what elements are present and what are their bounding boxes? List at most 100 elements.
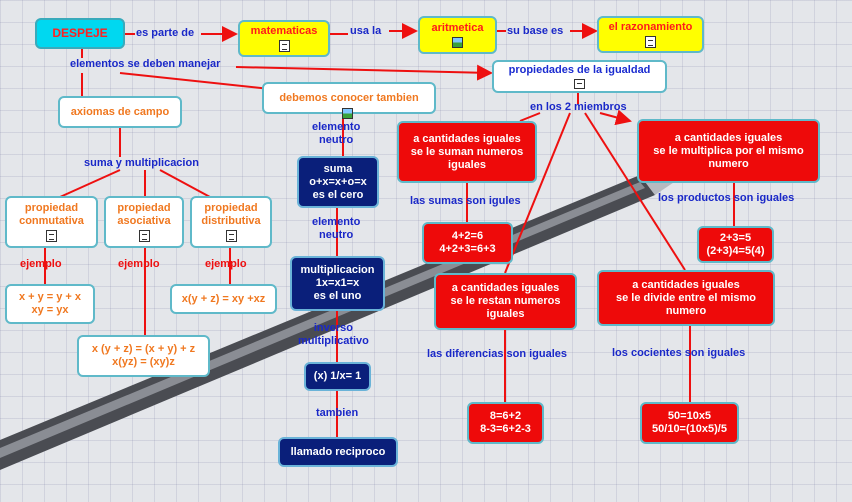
axiomas-label: axiomas de campo [71,106,169,119]
asoc-example-1: x (y + z) = (x + y) + z [92,343,195,356]
div-example-2: 50/10=(10x5)/5 [652,423,727,436]
note-icon[interactable] [139,230,150,242]
distributiva-label-1: propiedad [204,202,257,215]
multiplicacion-neutro-node[interactable]: multiplicacion 1x=x1=x es el uno [290,256,385,311]
divide-example-node[interactable]: 50=10x5 50/10=(10x5)/5 [640,402,739,444]
sum-iguales-1: a cantidades iguales [413,133,521,146]
asociativa-label-1: propiedad [117,202,170,215]
res-example-1: 8=6+2 [490,410,521,423]
div-example-1: 50=10x5 [668,410,711,423]
resta-example-node[interactable]: 8=6+2 8-3=6+2-3 [467,402,544,444]
suma-label-1: suma [324,163,353,176]
aritmetica-node[interactable]: aritmetica [418,16,497,54]
mult-label-3: es el uno [314,290,362,303]
matematicas-label: matematicas [251,25,318,38]
suman-iguales-node[interactable]: a cantidades iguales se le suman numeros… [397,121,537,183]
link-inverso-b: multiplicativo [298,335,369,348]
link-inverso-a: inverso [298,322,369,335]
distributiva-node[interactable]: propiedad distributiva [190,196,272,248]
res-iguales-2: se le restan numeros [450,295,560,308]
asociativa-node[interactable]: propiedad asociativa [104,196,184,248]
link-su-base-es: su base es [507,25,563,38]
link-ejemplo-3: ejemplo [205,258,247,271]
link-productos-iguales: los productos son iguales [658,192,794,205]
div-iguales-2: se le divide entre el mismo [616,292,756,305]
distributiva-label-2: distributiva [201,215,260,228]
link-usa-la: usa la [350,25,381,38]
link-elemento-1a: elemento [312,121,360,134]
mul-iguales-3: numero [708,158,748,171]
razonamiento-node[interactable]: el razonamiento [597,16,704,53]
dist-example: x(y + z) = xy +xz [182,293,265,306]
divide-iguales-node[interactable]: a cantidades iguales se le divide entre … [597,270,775,326]
res-iguales-1: a cantidades iguales [452,282,560,295]
despeje-label: DESPEJE [52,27,107,40]
link-sumas-iguales: las sumas son igules [410,195,521,208]
conm-example-1: x + y = y + x [19,291,81,304]
note-icon[interactable] [226,230,237,242]
image-icon[interactable] [452,37,463,48]
inverso-label: (x) 1/x= 1 [314,370,361,383]
note-icon[interactable] [645,36,656,48]
suma-example-node[interactable]: 4+2=6 4+2+3=6+3 [422,222,513,264]
axiomas-node[interactable]: axiomas de campo [58,96,182,128]
suma-label-3: es el cero [313,189,364,202]
matematicas-node[interactable]: matematicas [238,20,330,57]
suma-label-2: o+x=x+o=x [309,176,367,189]
conmutativa-label-2: conmutativa [19,215,84,228]
image-icon[interactable] [342,108,353,119]
link-en-los-2-miembros: en los 2 miembros [530,101,627,114]
res-example-2: 8-3=6+2-3 [480,423,531,436]
mult-label-1: multiplicacion [301,264,375,277]
conm-example-2: xy = yx [31,304,68,317]
link-elemento-2b: neutro [312,229,360,242]
link-es-parte-de: es parte de [136,27,194,40]
debemos-label: debemos conocer tambien [279,92,418,105]
note-icon[interactable] [279,40,290,52]
mult-label-2: 1x=x1=x [316,277,359,290]
inverso-node[interactable]: (x) 1/x= 1 [304,362,371,391]
sum-example-2: 4+2+3=6+3 [439,243,495,256]
note-icon[interactable] [46,230,57,242]
conmutativa-example-node[interactable]: x + y = y + x xy = yx [5,284,95,324]
conmutativa-node[interactable]: propiedad conmutativa [5,196,98,248]
asociativa-example-node[interactable]: x (y + z) = (x + y) + z x(yz) = (xy)z [77,335,210,377]
sum-iguales-2: se le suman numeros [411,146,524,159]
asoc-example-2: x(yz) = (xy)z [112,356,175,369]
link-elemento-1b: neutro [312,134,360,147]
asociativa-label-2: asociativa [117,215,170,228]
link-elemento-neutro-2: elemento neutro [312,216,360,242]
note-icon[interactable] [574,79,585,89]
link-diferencias-iguales: las diferencias son iguales [427,348,567,361]
razonamiento-label: el razonamiento [609,21,693,34]
mul-iguales-1: a cantidades iguales [675,132,783,145]
res-iguales-3: iguales [487,308,525,321]
multiplica-iguales-node[interactable]: a cantidades iguales se le multiplica po… [637,119,820,183]
sum-iguales-3: iguales [448,159,486,172]
mul-iguales-2: se le multiplica por el mismo [653,145,803,158]
link-ejemplo-1: ejemplo [20,258,62,271]
link-elemento-neutro-1: elemento neutro [312,121,360,147]
link-cocientes-iguales: los cocientes son iguales [612,347,745,360]
div-iguales-1: a cantidades iguales [632,279,740,292]
propiedades-igualdad-node[interactable]: propiedades de la igualdad [492,60,667,93]
aritmetica-label: aritmetica [432,22,484,35]
reciproco-label: llamado reciproco [291,446,386,459]
reciproco-node[interactable]: llamado reciproco [278,437,398,467]
propiedades-label: propiedades de la igualdad [509,64,651,77]
suma-neutro-node[interactable]: suma o+x=x+o=x es el cero [297,156,379,208]
multiplica-example-node[interactable]: 2+3=5 (2+3)4=5(4) [697,226,774,263]
mul-example-2: (2+3)4=5(4) [706,245,764,258]
mul-example-1: 2+3=5 [720,232,751,245]
div-iguales-3: numero [666,305,706,318]
despeje-node[interactable]: DESPEJE [35,18,125,49]
sum-example-1: 4+2=6 [452,230,483,243]
link-elementos: elementos se deben manejar [70,58,220,71]
link-suma-y-multiplicacion: suma y multiplicacion [84,157,199,170]
restan-iguales-node[interactable]: a cantidades iguales se le restan numero… [434,273,577,330]
conmutativa-label-1: propiedad [25,202,78,215]
link-tambien: tambien [316,407,358,420]
link-ejemplo-2: ejemplo [118,258,160,271]
distributiva-example-node[interactable]: x(y + z) = xy +xz [170,284,277,314]
link-elemento-2a: elemento [312,216,360,229]
